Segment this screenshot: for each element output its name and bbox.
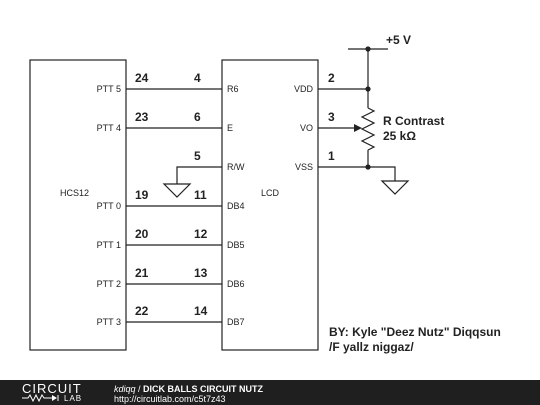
lcd-pin-label-db5: DB5: [227, 240, 245, 250]
lcd-pin-num-5: 5: [194, 149, 201, 163]
lcd-pin-label-vo: VO: [300, 123, 313, 133]
pin-label-ptt5: PTT 5: [97, 84, 121, 94]
lcd-pin-num-12: 12: [194, 227, 208, 241]
pin-label-ptt1: PTT 1: [97, 240, 121, 250]
pin-num-24: 24: [135, 71, 149, 85]
wiper-arrow-icon: [354, 124, 362, 132]
footer-username-link[interactable]: kdiqq: [114, 384, 136, 394]
pot-name: R Contrast: [383, 114, 444, 128]
lcd-pin-label-r6: R6: [227, 84, 239, 94]
pot-value: 25 kΩ: [383, 129, 416, 143]
lcd-name: LCD: [261, 188, 280, 198]
pin-num-19: 19: [135, 188, 149, 202]
lcd-pin-num-14: 14: [194, 304, 208, 318]
credit-line-2: /F yallz niggaz/: [329, 340, 414, 354]
pin-label-ptt4: PTT 4: [97, 123, 121, 133]
schematic-canvas: HCS12 LCD PTT 5 PTT 4 PTT 0 PTT 1 PTT 2 …: [29, 33, 501, 354]
footer-url-link[interactable]: http://circuitlab.com/c5t7z43: [114, 394, 226, 404]
lcd-pin-label-vss: VSS: [295, 162, 313, 172]
footer-bar: CIRCUIT LAB kdiqq / DICK BALLS CIRCUIT N…: [0, 380, 540, 405]
schematic-svg: HCS12 LCD PTT 5 PTT 4 PTT 0 PTT 1 PTT 2 …: [29, 33, 501, 354]
pin-num-22: 22: [135, 304, 149, 318]
footer-circuit-title[interactable]: DICK BALLS CIRCUIT NUTZ: [143, 384, 264, 394]
hcs12-name: HCS12: [60, 188, 89, 198]
pin-label-ptt2: PTT 2: [97, 279, 121, 289]
lcd-pin-num-13: 13: [194, 266, 208, 280]
lcd-pin-num-3: 3: [328, 110, 335, 124]
footer-title-line: kdiqq / DICK BALLS CIRCUIT NUTZ: [114, 384, 263, 394]
lcd-pin-num-11: 11: [194, 188, 207, 202]
logo-text-lab: LAB: [64, 394, 83, 403]
wire-rw-ground: [176, 166, 222, 184]
circuitlab-logo[interactable]: CIRCUIT LAB: [22, 381, 94, 403]
lcd-pin-num-2: 2: [328, 71, 335, 85]
hcs12-block: [29, 59, 127, 351]
lcd-pin-label-db4: DB4: [227, 201, 245, 211]
pin-label-ptt3: PTT 3: [97, 317, 121, 327]
logo-text-circuit: CIRCUIT: [22, 381, 82, 396]
ground-icon-rw: [162, 183, 192, 198]
pin-num-23: 23: [135, 110, 149, 124]
resistor-icon: [22, 394, 59, 402]
junction-dot-vss: [365, 164, 371, 170]
lcd-pin-num-6: 6: [194, 110, 201, 124]
potentiometer-icon: [360, 107, 376, 151]
lcd-pin-label-rw: R/W: [227, 162, 245, 172]
ground-icon-vss: [380, 180, 410, 195]
supply-label: +5 V: [386, 33, 411, 47]
pin-num-20: 20: [135, 227, 149, 241]
pin-label-ptt0: PTT 0: [97, 201, 121, 211]
wire-vss-ground: [318, 166, 396, 181]
junction-dot-vdd: [365, 86, 371, 92]
lcd-pin-num-1: 1: [328, 149, 335, 163]
lcd-pin-label-db7: DB7: [227, 317, 245, 327]
lcd-pin-num-4: 4: [194, 71, 201, 85]
lcd-pin-label-e: E: [227, 123, 233, 133]
lcd-pin-label-vdd: VDD: [294, 84, 314, 94]
junction-dot-supply: [365, 46, 371, 52]
lcd-block: [221, 59, 319, 351]
lcd-pin-label-db6: DB6: [227, 279, 245, 289]
pin-num-21: 21: [135, 266, 149, 280]
footer-separator: /: [135, 384, 144, 394]
credit-line-1: BY: Kyle "Deez Nutz" Diqqsun: [329, 325, 501, 339]
